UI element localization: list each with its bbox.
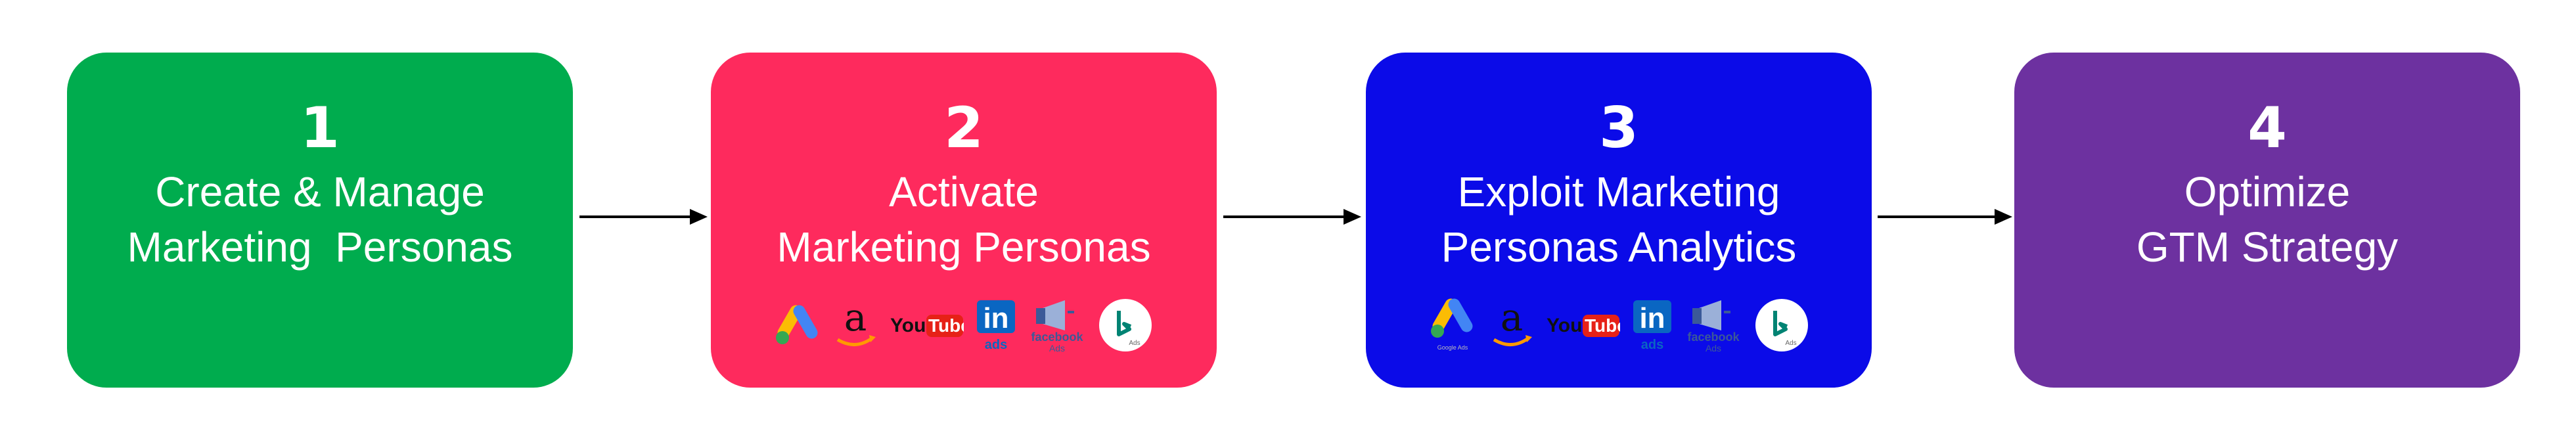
svg-text:ads: ads <box>985 338 1007 351</box>
svg-text:Ads: Ads <box>1049 343 1065 353</box>
google-ads-icon: Google Ads <box>1428 292 1477 358</box>
linkedin-ads-icon: in ads <box>1632 292 1673 358</box>
svg-text:Ads: Ads <box>1706 343 1721 353</box>
arrow-1-to-2 <box>579 204 708 230</box>
svg-text:a: a <box>844 299 867 340</box>
step-title: Activate Marketing Personas <box>777 168 1151 271</box>
svg-text:Tube: Tube <box>1585 315 1620 336</box>
svg-text:in: in <box>983 302 1008 334</box>
step-number: 3 <box>1599 95 1638 161</box>
bing-ads-icon: Ads <box>1098 292 1153 358</box>
step-2-box: 2 Activate Marketing Personas a YouTube … <box>711 53 1217 388</box>
step-number: 1 <box>300 95 340 161</box>
youtube-icon: YouTube <box>890 292 964 358</box>
svg-text:ads: ads <box>1641 338 1663 351</box>
step-number: 4 <box>2248 95 2287 161</box>
step-number: 2 <box>944 95 983 161</box>
arrow-3-to-4 <box>1878 204 2012 230</box>
svg-text:facebook: facebook <box>1687 330 1740 344</box>
svg-text:Google Ads: Google Ads <box>1437 344 1468 351</box>
step-4-box: 4 Optimize GTM Strategy <box>2014 53 2520 388</box>
svg-text:You: You <box>1547 315 1582 336</box>
svg-text:Tube: Tube <box>928 315 964 336</box>
google-ads-icon <box>775 292 821 358</box>
linkedin-ads-icon: in ads <box>976 292 1016 358</box>
svg-text:a: a <box>1501 299 1524 340</box>
step-title: Exploit Marketing Personas Analytics <box>1441 168 1797 271</box>
step-title: Optimize GTM Strategy <box>2136 168 2399 271</box>
bing-ads-icon: Ads <box>1754 292 1809 358</box>
arrow-2-to-3 <box>1223 204 1361 230</box>
svg-text:Ads: Ads <box>1785 340 1796 347</box>
step-1-box: 1 Create & Manage Marketing Personas <box>67 53 573 388</box>
youtube-icon: YouTube <box>1547 292 1620 358</box>
svg-text:in: in <box>1639 302 1665 334</box>
amazon-icon: a <box>1489 292 1535 358</box>
amazon-icon: a <box>832 292 878 358</box>
step-3-box: 3 Exploit Marketing Personas Analytics G… <box>1366 53 1872 388</box>
svg-text:facebook: facebook <box>1031 330 1083 344</box>
step-title: Create & Manage Marketing Personas <box>127 168 513 271</box>
svg-text:You: You <box>890 315 926 336</box>
svg-text:Ads: Ads <box>1129 340 1140 347</box>
